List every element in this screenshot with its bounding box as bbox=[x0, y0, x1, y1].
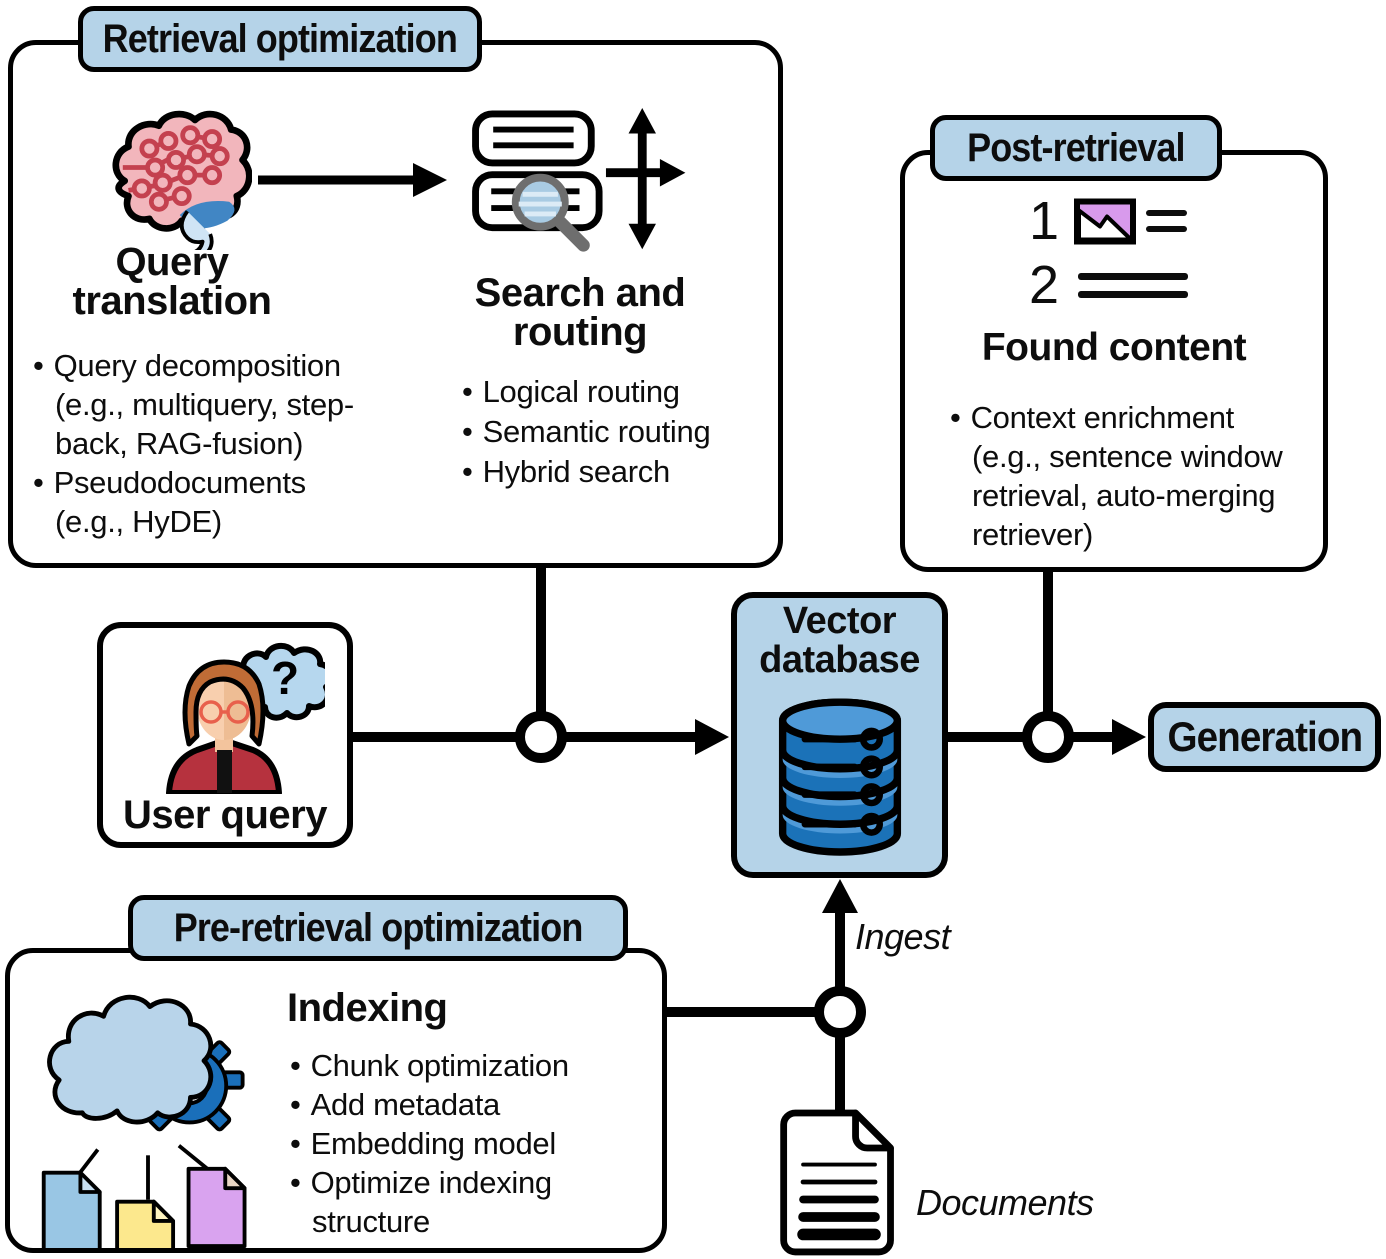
person-icon bbox=[166, 659, 282, 794]
user-thinking-icon: ? bbox=[166, 643, 325, 794]
mini-documents bbox=[41, 1166, 247, 1248]
ingest-arrow bbox=[822, 879, 858, 1012]
bullet-item: Optimize indexing structure bbox=[290, 1163, 640, 1241]
documents-label: Documents bbox=[916, 1182, 1094, 1223]
generation-box: Generation bbox=[1148, 702, 1381, 772]
brain-icon bbox=[112, 110, 252, 250]
vectordb-to-generation-arrow bbox=[948, 719, 1146, 755]
post-retrieval-bullets: Context enrichment (e.g., sentence windo… bbox=[950, 398, 1320, 554]
question-mark: ? bbox=[271, 652, 299, 704]
bullet-item: Pseudodocuments (e.g., HyDE) bbox=[33, 463, 378, 541]
result-number: 1 bbox=[1028, 191, 1060, 251]
magnifier-icon bbox=[511, 173, 590, 252]
query-translation-label: Query translation bbox=[72, 240, 272, 323]
glasses-icon bbox=[199, 700, 250, 724]
indexing-bullets: Chunk optimization Add metadata Embeddin… bbox=[290, 1046, 640, 1241]
junction-circle-right bbox=[1022, 711, 1074, 763]
bullet-item: Semantic routing bbox=[462, 412, 772, 452]
ranked-result-row-1: 1 bbox=[1026, 191, 1187, 251]
bullet-item: Context enrichment (e.g., sentence windo… bbox=[950, 398, 1320, 554]
image-thumbnail-icon bbox=[1074, 198, 1136, 244]
junction-circle-left bbox=[515, 711, 567, 763]
cloud-gear-documents-icon bbox=[41, 994, 247, 1248]
retrieval-optimization-badge: Retrieval optimization bbox=[78, 6, 482, 72]
bullet-item: Hybrid search bbox=[462, 452, 772, 492]
retrieval-optimization-badge-label: Retrieval optimization bbox=[102, 16, 458, 61]
connector-lines bbox=[76, 1144, 212, 1200]
text-lines-short bbox=[1146, 210, 1187, 232]
search-routing-bullets: Logical routing Semantic routing Hybrid … bbox=[462, 372, 772, 492]
user-to-vectordb-arrow bbox=[353, 719, 729, 755]
vector-database-label: Vector database bbox=[759, 600, 920, 681]
user-query-label: User query bbox=[123, 793, 327, 837]
pre-retrieval-badge-label: Pre-retrieval optimization bbox=[173, 905, 584, 950]
found-content-label: Found content bbox=[981, 326, 1247, 369]
cloud-icon bbox=[47, 994, 214, 1125]
post-retrieval-badge-label: Post-retrieval bbox=[967, 125, 1185, 170]
ranked-result-row-2: 2 bbox=[1026, 255, 1188, 315]
search-routing-label: Search and routing bbox=[474, 271, 686, 354]
move-arrows-icon bbox=[605, 108, 686, 250]
post-retrieval-badge: Post-retrieval bbox=[930, 115, 1222, 181]
ingest-label: Ingest bbox=[855, 916, 951, 957]
generation-label: Generation bbox=[1167, 713, 1363, 760]
bullet-item: Embedding model bbox=[290, 1124, 640, 1163]
junction-circle-ingest bbox=[814, 986, 866, 1038]
result-number: 2 bbox=[1028, 255, 1060, 315]
bullet-item: Query decomposition (e.g., multiquery, s… bbox=[33, 346, 378, 463]
database-icon bbox=[778, 698, 902, 856]
bullet-item: Logical routing bbox=[462, 372, 772, 412]
bullet-item: Chunk optimization bbox=[290, 1046, 640, 1085]
indexing-heading: Indexing bbox=[287, 986, 448, 1030]
bullet-item: Add metadata bbox=[290, 1085, 640, 1124]
text-lines-long bbox=[1078, 272, 1188, 298]
query-translation-bullets: Query decomposition (e.g., multiquery, s… bbox=[33, 346, 378, 541]
search-routing-icon bbox=[472, 108, 686, 252]
document-icon bbox=[780, 1109, 894, 1256]
pre-retrieval-badge: Pre-retrieval optimization bbox=[128, 895, 628, 961]
